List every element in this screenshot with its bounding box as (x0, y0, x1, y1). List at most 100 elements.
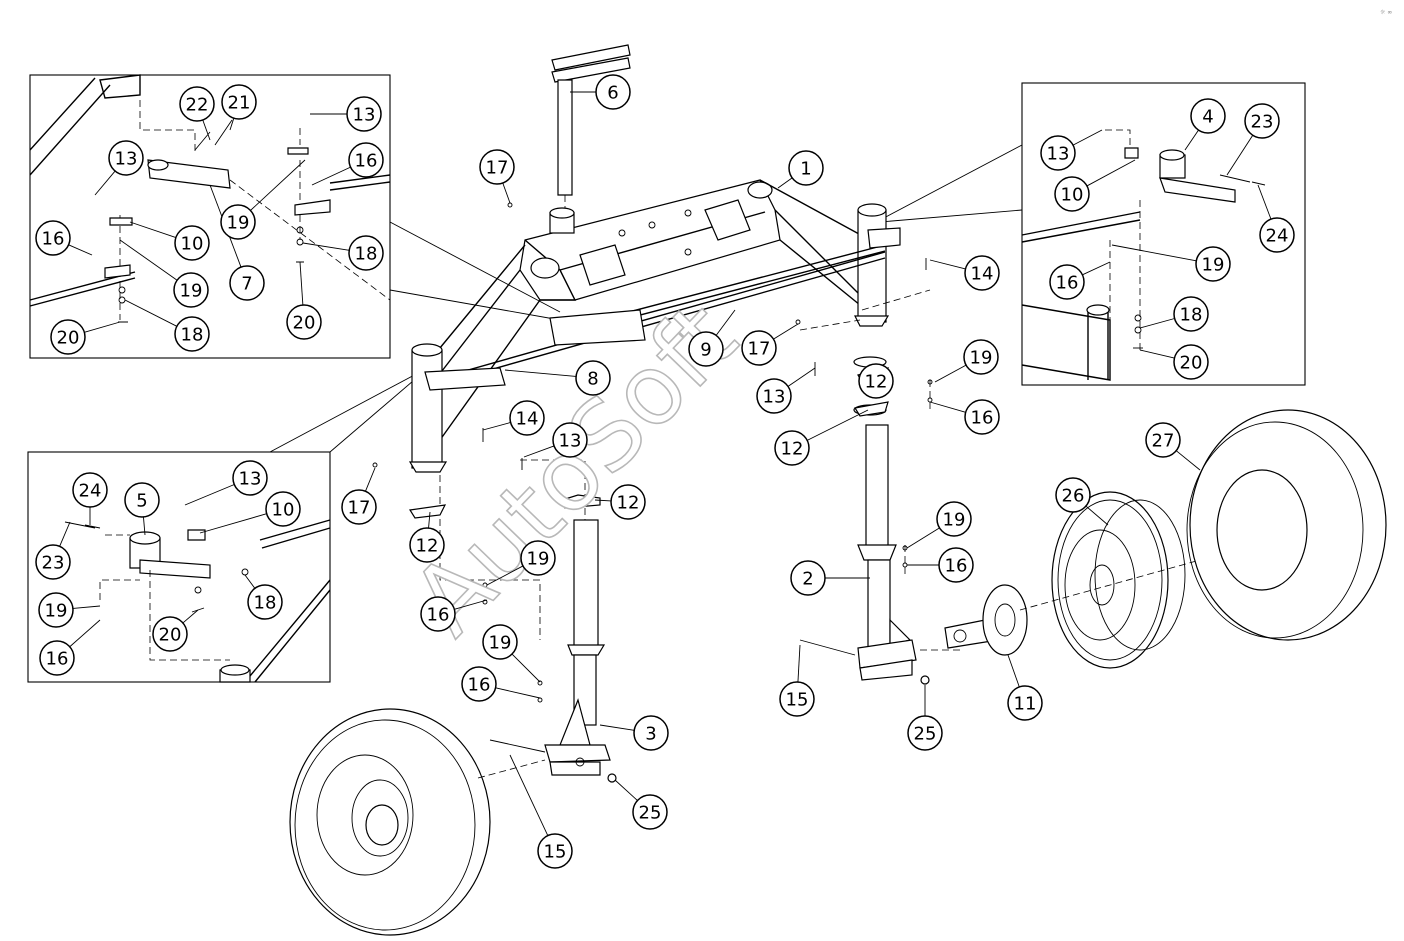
callout-number: 1 (800, 159, 811, 180)
callout-leader (124, 299, 178, 327)
callout-13: 13 (94, 140, 144, 196)
callout-leader (495, 687, 541, 699)
hub-and-rim (944, 491, 1291, 669)
callout-number: 20 (159, 625, 182, 646)
callout-leader (202, 119, 211, 141)
callout-leader (1082, 261, 1111, 276)
callout-circle (38, 592, 74, 628)
callout-number: 21 (228, 93, 251, 114)
callout-number: 17 (486, 158, 509, 179)
leader-line (389, 221, 561, 313)
callout-number: 12 (865, 372, 888, 393)
callout-number: 17 (348, 498, 371, 519)
callout-12: 12 (594, 484, 646, 520)
callout-leader (1226, 135, 1254, 176)
callout-circle (575, 360, 611, 396)
callout-number: 12 (617, 493, 640, 514)
callout-13: 13 (756, 367, 816, 414)
callout-circle (420, 596, 456, 632)
callout-number: 16 (427, 605, 450, 626)
callout-circle (174, 316, 210, 352)
callout-circle (964, 399, 1000, 435)
callout-layer: 1234567891010101112121212131313131313141… (35, 74, 1295, 869)
callout-7: 7 (209, 184, 265, 301)
callout-number: 13 (353, 105, 376, 126)
callout-circle (179, 86, 215, 122)
callout-circle (72, 472, 108, 508)
callout-16: 16 (420, 596, 488, 632)
callout-9: 9 (688, 309, 736, 367)
callout-leader (1175, 450, 1201, 471)
callout-leader (72, 605, 101, 609)
callout-circle (247, 584, 283, 620)
callout-leader (1139, 349, 1175, 359)
callout-circle (348, 235, 384, 271)
callout-number: 13 (239, 469, 262, 490)
callout-4: 4 (1184, 98, 1226, 151)
callout-number: 16 (355, 151, 378, 172)
callout-circle (595, 74, 631, 110)
callout-leader (787, 367, 816, 387)
main-frame (408, 44, 901, 473)
callout-number: 16 (42, 229, 65, 250)
callout-23: 23 (1226, 103, 1280, 176)
callout-leader (1139, 318, 1175, 329)
callout-leader (511, 653, 541, 683)
callout-number: 18 (355, 244, 378, 265)
callout-circle (741, 330, 777, 366)
callout-circle (265, 491, 301, 527)
callout-15: 15 (509, 754, 573, 869)
callout-leader (299, 261, 304, 306)
callout-leader (182, 609, 199, 624)
callout-2: 2 (790, 560, 870, 596)
callout-circle (1173, 344, 1209, 380)
callout-number: 11 (1014, 694, 1037, 715)
leader-line (879, 144, 1023, 221)
callout-number: 19 (45, 601, 68, 622)
callout-number: 15 (544, 842, 567, 863)
callout-14: 14 (929, 255, 1000, 291)
callout-leader (1257, 184, 1272, 220)
callout-circle (174, 225, 210, 261)
tire-right (1186, 409, 1387, 641)
callout-8: 8 (504, 360, 611, 396)
callout-circle (124, 482, 160, 518)
callout-leader (94, 170, 116, 196)
callout-number: 13 (115, 149, 138, 170)
callout-5: 5 (124, 482, 160, 536)
callout-number: 22 (186, 95, 209, 116)
callout-circle (152, 616, 188, 652)
callout-24: 24 (1257, 184, 1295, 253)
callout-19: 19 (906, 501, 972, 549)
callout-number: 10 (181, 234, 204, 255)
callout-17: 17 (741, 323, 799, 366)
callout-leader (68, 244, 93, 256)
callout-leader (486, 565, 524, 586)
callout-number: 16 (945, 556, 968, 577)
callout-number: 19 (1202, 255, 1225, 276)
callout-11: 11 (1007, 654, 1043, 721)
callout-circle (1259, 217, 1295, 253)
callout-circle (1173, 296, 1209, 332)
callout-circle (964, 255, 1000, 291)
callout-16: 16 (461, 666, 541, 702)
callout-20: 20 (50, 319, 121, 355)
callout-number: 12 (416, 536, 439, 557)
callout-number: 14 (971, 264, 994, 285)
callout-16: 16 (39, 619, 101, 676)
callout-number: 20 (57, 328, 80, 349)
callout-number: 16 (46, 649, 69, 670)
callout-circle (341, 489, 377, 525)
callout-number: 10 (1061, 185, 1084, 206)
callout-18: 18 (302, 235, 384, 271)
detail-box-top-right (1021, 82, 1306, 386)
callout-circle (790, 560, 826, 596)
callout-10: 10 (1054, 159, 1136, 212)
callout-25: 25 (614, 779, 668, 830)
callout-number: 13 (559, 431, 582, 452)
callout-circle (1195, 246, 1231, 282)
leader-line (879, 209, 1023, 223)
callout-number: 9 (700, 340, 711, 361)
callout-leader (594, 499, 612, 502)
callout-leader (482, 422, 511, 431)
